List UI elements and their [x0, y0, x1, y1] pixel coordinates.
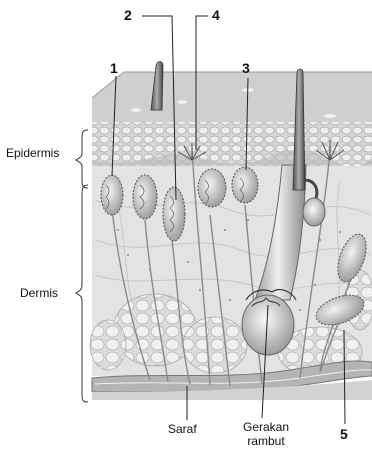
label-2: 2 — [124, 7, 132, 23]
label-3: 3 — [242, 60, 250, 76]
hair-movement-line1: Gerakan — [236, 420, 296, 434]
epidermis-bracket — [76, 130, 88, 188]
nerve-label: Saraf — [168, 422, 197, 436]
hair-movement-line2: rambut — [236, 434, 296, 448]
label-5: 5 — [340, 426, 348, 442]
label-4: 4 — [212, 7, 220, 23]
label-1: 1 — [110, 60, 118, 76]
epidermis-label: Epidermis — [6, 146, 59, 160]
dermis-label: Dermis — [20, 286, 58, 300]
hair-movement-label: Gerakan rambut — [236, 420, 296, 448]
dermis-bracket — [76, 185, 88, 402]
